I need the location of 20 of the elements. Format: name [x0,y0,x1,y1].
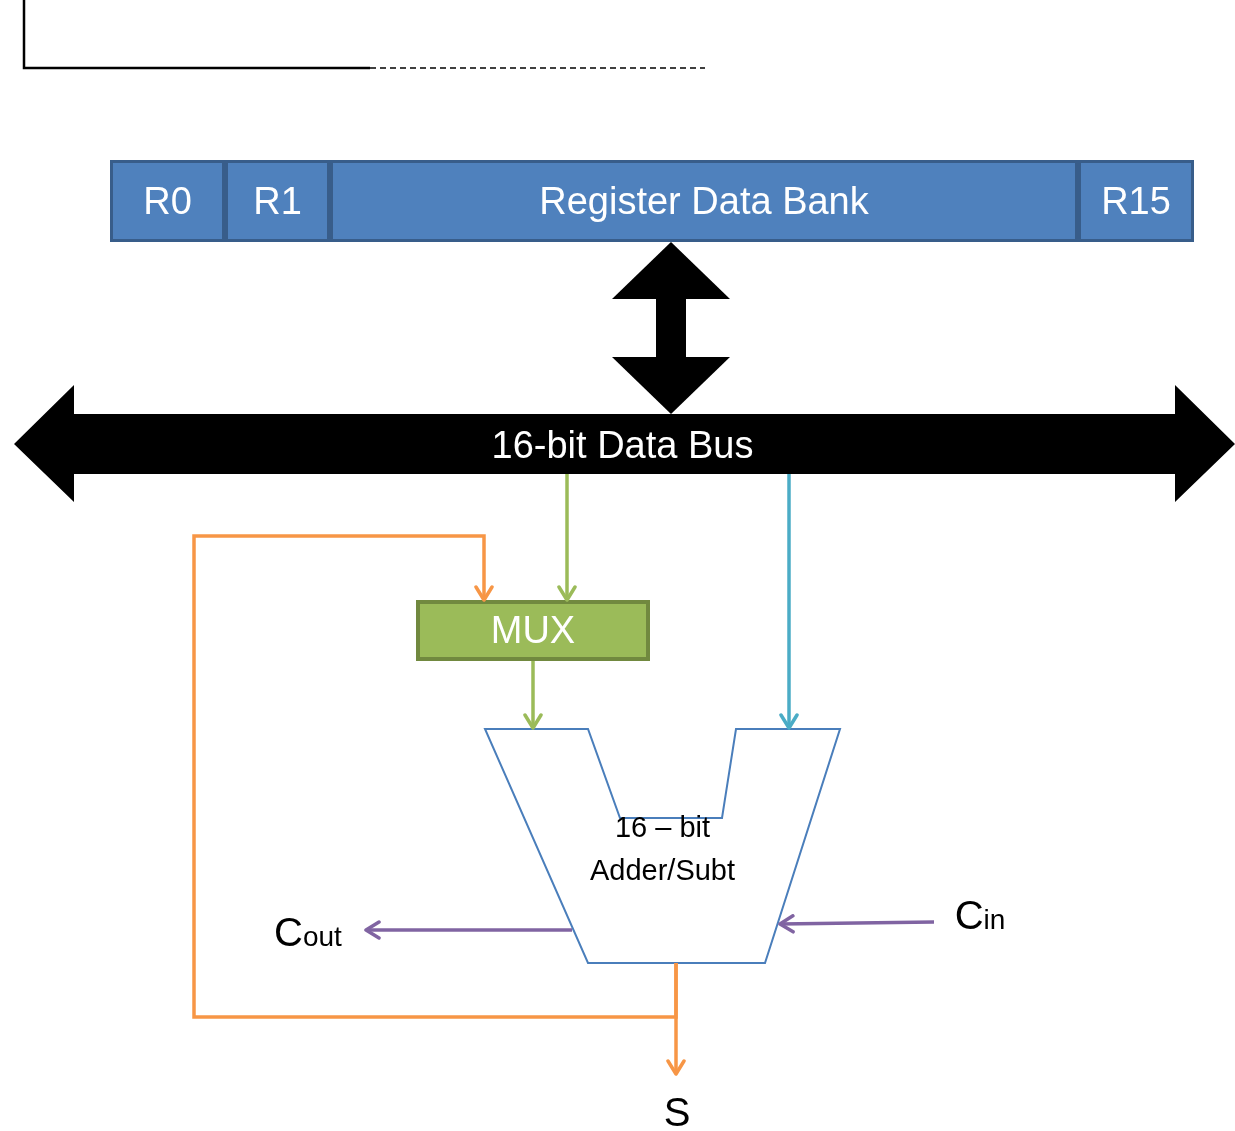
bus-label: 16-bit Data Bus [491,424,754,467]
arrow [779,474,799,730]
mux-box [416,600,650,661]
register-cell [1078,160,1194,242]
register-label: R0 [143,179,192,223]
bidirectional-arrow [612,242,730,414]
mux-label: MUX [490,609,576,652]
adder-label: 16 – bit Adder/Subt [588,809,737,888]
register-label: Register Data Bank [539,179,869,223]
arrow [778,914,935,934]
arrow [557,474,577,602]
register-label: R1 [253,179,302,223]
register-cell [330,160,1078,242]
arrow [364,920,572,940]
arrow [192,534,678,1019]
register-cell [225,160,330,242]
register-cell [110,160,225,242]
register-label: R15 [1101,179,1171,223]
signal-label: S [663,1089,691,1131]
arrow [523,661,543,730]
